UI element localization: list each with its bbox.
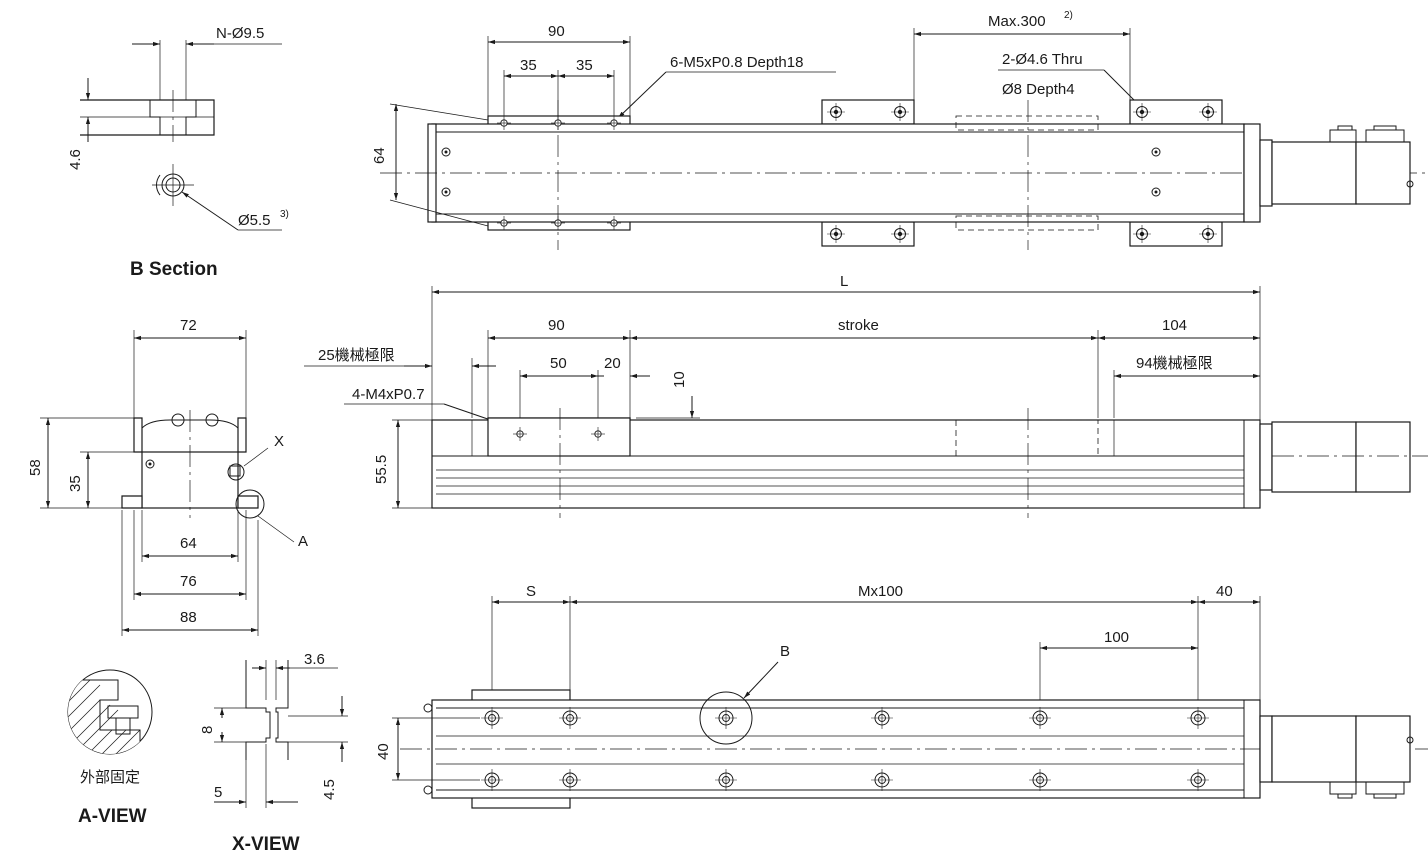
a-view-title: A-VIEW <box>78 806 147 827</box>
top-max-note: 2) <box>1064 10 1073 21</box>
end-x-label: X <box>274 433 284 450</box>
side-view: L 90 stroke 104 25機械極限 94機械極限 50 20 <box>304 273 1428 518</box>
end-base-width-label: 88 <box>180 609 197 626</box>
end-height-label: 58 <box>27 459 44 476</box>
end-rail-width-label: 76 <box>180 573 197 590</box>
end-axis-height-label: 35 <box>67 475 84 492</box>
side-carriage-label: 90 <box>548 317 565 334</box>
x-view-depth-label: 4.5 <box>321 779 338 800</box>
side-end-label: 104 <box>1162 317 1187 334</box>
x-view: 3.6 8 4.5 5 X-VIEW <box>199 651 348 855</box>
side-mech-right-label: 94機械極限 <box>1136 355 1213 372</box>
bottom-b-label: B <box>780 643 790 660</box>
b-section-depth-label: 4.6 <box>67 149 84 170</box>
bottom-pitch-label: Mx100 <box>858 583 903 600</box>
x-view-slot-label: 8 <box>199 726 216 734</box>
x-view-offset-label: 5 <box>214 784 222 801</box>
top-max-span-label: Max.300 <box>988 13 1046 30</box>
top-thru-hole-label: 2-Ø4.6 Thru <box>1002 51 1083 68</box>
side-height-label: 55.5 <box>373 455 390 484</box>
bottom-spacing-label: 100 <box>1104 629 1129 646</box>
side-stroke-label: stroke <box>838 317 879 334</box>
top-height-label: 64 <box>371 147 388 164</box>
side-mech-left-label: 25機械極限 <box>318 347 395 364</box>
b-section-view: N-Ø9.5 4.6 Ø5.5 3) B Section <box>67 25 289 280</box>
end-a-label: A <box>298 533 308 550</box>
end-top-width-label: 72 <box>180 317 197 334</box>
x-view-title: X-VIEW <box>232 834 300 855</box>
a-view-caption: 外部固定 <box>80 769 140 786</box>
a-view: 外部固定 A-VIEW <box>67 669 153 827</box>
end-view: 72 58 35 X A 64 <box>27 317 308 636</box>
b-section-note: 3) <box>280 209 289 220</box>
side-tap-depth-label: 10 <box>671 371 688 388</box>
top-view: 90 35 35 6-M5xP0.8 Depth18 Max.300 2) 2-… <box>371 10 1428 250</box>
b-section-hole2-label: Ø5.5 <box>238 212 271 229</box>
bottom-width-label: 40 <box>375 743 392 760</box>
x-view-gap-label: 3.6 <box>304 651 325 668</box>
b-section-hole-label: N-Ø9.5 <box>216 25 264 42</box>
top-pitch-a-label: 35 <box>520 57 537 74</box>
end-inner-width-label: 64 <box>180 535 197 552</box>
top-cbore-label: Ø8 Depth4 <box>1002 81 1075 98</box>
top-pitch-b-label: 35 <box>576 57 593 74</box>
top-thread-label: 6-M5xP0.8 Depth18 <box>670 54 803 71</box>
side-tap-label: 4-M4xP0.7 <box>352 386 425 403</box>
side-tap-pitch-label: 50 <box>550 355 567 372</box>
bottom-view: S Mx100 40 100 B <box>375 583 1428 809</box>
bottom-end-label: 40 <box>1216 583 1233 600</box>
top-pitch-total-label: 90 <box>548 23 565 40</box>
side-tap-offset-label: 20 <box>604 355 621 372</box>
side-length-label: L <box>840 273 848 290</box>
bottom-start-label: S <box>526 583 536 600</box>
b-section-title: B Section <box>130 259 218 280</box>
